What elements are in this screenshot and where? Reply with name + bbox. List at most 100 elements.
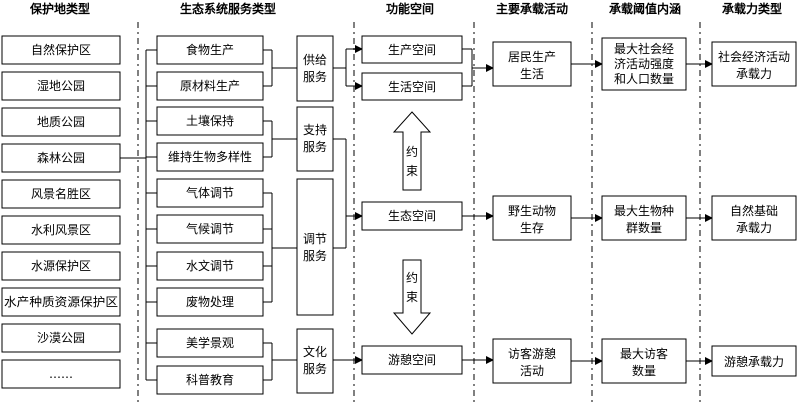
capacity-natural-base: 自然基础 承载力 [711, 195, 797, 241]
svg-text:森林公园: 森林公园 [37, 150, 85, 165]
threshold-species-population: 最大生物种 群数量 [601, 195, 687, 241]
svg-text:承载力: 承载力 [736, 221, 772, 235]
protected-area-box: 森林公园 [1, 143, 121, 173]
service-group-supply: 供给 服务 [296, 35, 334, 102]
protected-area-box: 水产种质资源保护区 [1, 287, 121, 317]
service-box: 土壤保持 [156, 106, 264, 136]
svg-text:科普教育: 科普教育 [186, 372, 234, 387]
svg-text:水文调节: 水文调节 [186, 258, 234, 273]
svg-text:生活: 生活 [520, 67, 544, 81]
space-ecological: 生态空间 [361, 201, 463, 231]
header-main-carrying-activities: 主要承载活动 [496, 1, 568, 16]
svg-text:调节: 调节 [303, 232, 327, 246]
svg-text:束: 束 [406, 164, 418, 178]
svg-text:约: 约 [406, 144, 418, 159]
svg-text:群数量: 群数量 [626, 220, 662, 235]
group-to-space-connector [333, 45, 363, 364]
svg-text:生活空间: 生活空间 [388, 80, 436, 94]
area-to-service-connector [120, 49, 157, 381]
service-box: 美学景观 [156, 328, 264, 358]
svg-text:风景名胜区: 风景名胜区 [31, 186, 91, 201]
service-box: 科普教育 [156, 365, 264, 395]
constraint-arrow-down: 约 束 [392, 259, 432, 335]
protected-area-box: 地质公园 [1, 107, 121, 137]
svg-text:济活动强度: 济活动强度 [614, 56, 674, 71]
svg-text:水产种质资源保护区: 水产种质资源保护区 [4, 295, 118, 309]
svg-text:最大生物种: 最大生物种 [614, 204, 674, 218]
svg-text:访客游憩: 访客游憩 [508, 346, 556, 361]
constraint-arrow-up: 约 束 [392, 111, 432, 191]
svg-text:和人口数量: 和人口数量 [614, 71, 674, 86]
space-production: 生产空间 [361, 35, 463, 64]
svg-text:游憩空间: 游憩空间 [388, 352, 436, 367]
threshold-socioeconomic: 最大社会经 济活动强度 和人口数量 [601, 37, 687, 91]
service-group-cultural: 文化 服务 [296, 328, 334, 394]
header-ecosystem-service-types: 生态系统服务类型 [180, 1, 276, 16]
header-carrying-threshold-connotation: 承载阈值内涵 [609, 1, 681, 16]
service-to-group-connector [263, 49, 297, 381]
svg-text:气候调节: 气候调节 [186, 221, 234, 236]
threshold-visitor-count: 最大访客 数量 [601, 338, 687, 384]
header-functional-space: 功能空间 [386, 1, 434, 16]
svg-text:服务: 服务 [303, 139, 327, 154]
svg-text:承载力: 承载力 [736, 67, 772, 81]
svg-text:最大社会经: 最大社会经 [614, 41, 674, 56]
protected-area-list: 自然保护区 湿地公园 地质公园 森林公园 风景名胜区 水利风景区 水源保护区 水… [1, 35, 121, 389]
service-box: 废物处理 [156, 287, 264, 317]
svg-text:水利风景区: 水利风景区 [31, 223, 91, 237]
svg-text:活动: 活动 [520, 364, 544, 378]
protected-area-box: 风景名胜区 [1, 179, 121, 209]
svg-text:气体调节: 气体调节 [186, 185, 234, 200]
service-box: 气体调节 [156, 178, 264, 208]
protected-area-box: …… [1, 359, 121, 389]
header-protected-area-types: 保护地类型 [29, 1, 90, 16]
svg-text:最大访客: 最大访客 [620, 346, 668, 361]
svg-text:文化: 文化 [303, 344, 327, 359]
protected-area-box: 湿地公园 [1, 71, 121, 101]
protected-area-box: 自然保护区 [1, 35, 121, 65]
svg-text:约: 约 [406, 270, 418, 285]
service-box: 食物生产 [156, 35, 264, 65]
header-carrying-capacity-types: 承载力类型 [722, 1, 782, 16]
service-box: 原材料生产 [156, 71, 264, 101]
space-recreation: 游憩空间 [361, 345, 463, 375]
capacity-socioeconomic: 社会经济活动 承载力 [711, 41, 797, 87]
space-living: 生活空间 [361, 72, 463, 101]
svg-text:美学景观: 美学景观 [186, 335, 234, 350]
svg-text:废物处理: 废物处理 [186, 294, 234, 309]
service-group-support: 支持 服务 [296, 106, 334, 172]
service-group-regulating: 调节 服务 [296, 178, 334, 316]
svg-text:维持生物多样性: 维持生物多样性 [168, 149, 252, 164]
svg-text:生存: 生存 [520, 221, 544, 235]
svg-text:湿地公园: 湿地公园 [37, 78, 85, 93]
svg-text:土壤保持: 土壤保持 [186, 113, 234, 128]
svg-text:原材料生产: 原材料生产 [180, 79, 240, 93]
svg-text:食物生产: 食物生产 [186, 42, 234, 57]
activity-wildlife-survival: 野生动物 生存 [492, 195, 572, 241]
svg-text:数量: 数量 [632, 363, 656, 378]
svg-text:沙漠公园: 沙漠公园 [37, 331, 85, 345]
svg-text:服务: 服务 [303, 248, 327, 263]
protected-area-box: 水源保护区 [1, 251, 121, 281]
service-box: 水文调节 [156, 251, 264, 281]
svg-text:游憩承载力: 游憩承载力 [724, 354, 784, 369]
svg-text:地质公园: 地质公园 [37, 115, 85, 129]
svg-text:支持: 支持 [303, 122, 327, 137]
svg-text:服务: 服务 [303, 69, 327, 84]
protected-area-box: 水利风景区 [1, 215, 121, 245]
protected-area-box: 沙漠公园 [1, 323, 121, 353]
svg-text:供给: 供给 [303, 53, 327, 67]
svg-text:自然基础: 自然基础 [730, 203, 778, 218]
svg-text:野生动物: 野生动物 [508, 204, 556, 218]
svg-text:自然保护区: 自然保护区 [31, 42, 91, 57]
svg-text:生态空间: 生态空间 [388, 209, 436, 223]
space-to-activity-connector [462, 48, 494, 364]
svg-text:束: 束 [406, 290, 418, 304]
service-box: 气候调节 [156, 214, 264, 244]
activity-resident-life: 居民生产 生活 [492, 41, 572, 87]
svg-text:服务: 服务 [303, 361, 327, 376]
service-list: 食物生产 原材料生产 土壤保持 维持生物多样性 气体调节 气候调节 水文调节 废… [156, 35, 264, 395]
svg-text:居民生产: 居民生产 [508, 50, 556, 64]
svg-text:……: …… [49, 367, 73, 381]
